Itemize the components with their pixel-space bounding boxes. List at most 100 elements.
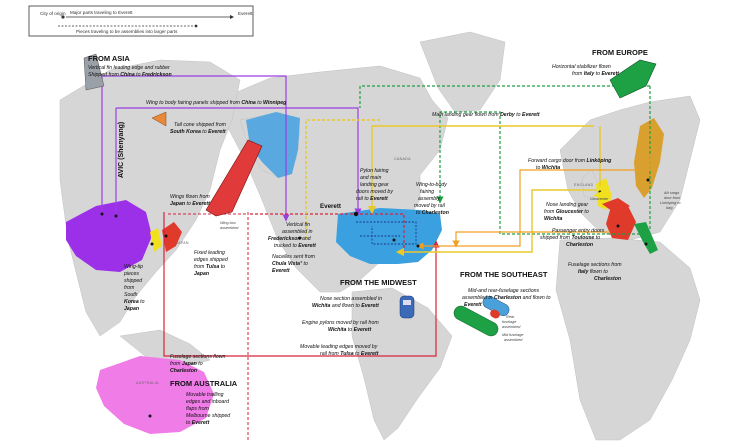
everett-label: Everett [320, 203, 341, 210]
svg-text:to Wichita: to Wichita [536, 165, 560, 171]
svg-text:doors moved by: doors moved by [356, 189, 393, 195]
note-nose-gear: Nose landing gear from Gloucester to Wic… [544, 202, 589, 222]
heading-from-southeast: FROM THE SOUTHEAST [460, 270, 548, 279]
svg-text:Italy flown to: Italy flown to [578, 269, 608, 275]
cargo-door-icon [638, 154, 652, 170]
svg-text:Vertical fin leading edge and: Vertical fin leading edge and rubber [88, 65, 170, 71]
svg-text:shipped from Toulouse to: shipped from Toulouse to [540, 235, 600, 241]
svg-text:Japan to Everett: Japan to Everett [170, 201, 210, 207]
svg-text:Nose section assembled in: Nose section assembled in [320, 296, 382, 302]
svg-text:Italy: Italy [666, 206, 674, 210]
svg-text:fairing: fairing [420, 189, 434, 195]
svg-text:Wing-to-body: Wing-to-body [416, 182, 447, 188]
svg-text:Nacelles sent from: Nacelles sent from [272, 254, 316, 260]
heading-from-asia: FROM ASIA [88, 54, 130, 63]
yellow-routes [305, 119, 601, 257]
note-vertical-fin-edge: Vertical fin leading edge and rubber Shi… [88, 65, 172, 78]
svg-text:Forward cargo door from Linköp: Forward cargo door from Linköping [528, 158, 612, 164]
origin-dots [100, 178, 650, 418]
svg-text:Horizontal stabilizer flown: Horizontal stabilizer flown [552, 64, 611, 70]
china-region [66, 200, 152, 272]
svg-text:Pylon fairing: Pylon fairing [360, 168, 389, 174]
svg-text:assembled: assembled [502, 325, 521, 329]
note-fuselage-japan: Fuselage sections flown from Japan to Ch… [170, 354, 225, 374]
svg-text:assembled: assembled [504, 338, 523, 342]
svg-text:landing gear: landing gear [360, 182, 389, 188]
purple-routes [101, 75, 362, 222]
note-wings: Wings flown from Japan to Everett [170, 194, 210, 207]
domestic-rail-routes [356, 221, 417, 245]
red-routes [163, 212, 440, 357]
svg-text:edges and inboard: edges and inboard [186, 399, 230, 405]
note-passenger-doors: Passenger entry doors shipped from Toulo… [540, 228, 605, 248]
svg-text:South: South [124, 292, 138, 298]
svg-text:Wing to body fairing panels sh: Wing to body fairing panels shipped from… [146, 100, 287, 106]
svg-text:from Tulsa to: from Tulsa to [194, 264, 225, 270]
svg-text:Wichita: Wichita [544, 216, 563, 222]
svg-text:Movable trailling: Movable trailling [186, 392, 224, 398]
svg-text:pieces: pieces [123, 271, 139, 277]
england-label: ENGLAND [574, 183, 594, 187]
canada-label: CANADA [394, 157, 411, 161]
cargo-plane-icon [592, 190, 630, 214]
svg-text:flaps from: flaps from [186, 406, 209, 412]
svg-text:Everett: Everett [272, 268, 290, 274]
svg-text:Japan: Japan [194, 271, 209, 277]
svg-text:and main: and main [360, 175, 381, 181]
stabilizer-icon [609, 59, 657, 99]
svg-text:Shipped from China to Fredrick: Shipped from China to Fredrickson [88, 72, 172, 78]
note-movable-leading-edges: Movable leading edges moved by rail from… [300, 344, 379, 357]
note-pylon-fairing: Pylon fairing and main landing gear door… [356, 168, 393, 202]
svg-text:Wichita to Everett: Wichita to Everett [328, 327, 371, 333]
svg-text:Vertical fin: Vertical fin [286, 222, 310, 228]
svg-text:Aft cargo: Aft cargo [663, 191, 679, 195]
legend-city-origin: City of origin [40, 11, 66, 16]
train-icon [399, 295, 415, 319]
korea-region [150, 228, 162, 252]
avic-label: AVIC (Shenyang) [118, 122, 125, 178]
svg-text:shipped: shipped [124, 278, 143, 284]
svg-text:edges shipped: edges shipped [194, 257, 229, 263]
note-stabilizer: Horizontal stabilizer flown from Italy t… [552, 64, 619, 77]
note-wing-fairing: Wing to body fairing panels shipped from… [146, 100, 287, 106]
japan-region [162, 222, 182, 252]
svg-text:Fuselage sections flown: Fuselage sections flown [170, 354, 225, 360]
svg-text:Charleston: Charleston [594, 276, 621, 282]
orange-routes [416, 169, 638, 250]
italy-region [634, 222, 658, 254]
japan-label: JAPAN [176, 241, 189, 245]
legend-major-parts: Major parts traveling to Everett [70, 10, 133, 15]
svg-text:trucked to Everett: trucked to Everett [274, 243, 316, 249]
svg-text:Engine pylons moved by rail fr: Engine pylons moved by rail from [302, 320, 379, 326]
svg-text:moved by rail: moved by rail [414, 203, 446, 209]
svg-text:Melbourne shipped: Melbourne shipped [186, 413, 231, 419]
note-wingtip: Wing-tip pieces shipped from South Korea… [123, 264, 145, 312]
france-region [606, 206, 636, 240]
svg-text:Chula Vista* to: Chula Vista* to [272, 261, 308, 267]
note-engine-pylons: Engine pylons moved by rail from Wichita… [302, 320, 379, 333]
note-mid-rear-fuselage: Mid-and rear-fuselage sections assembled… [462, 288, 551, 308]
svg-text:Passenger entry doors: Passenger entry doors [552, 228, 605, 234]
note-wing-box: Wing box [220, 221, 237, 225]
svg-text:Japan: Japan [124, 306, 139, 312]
note-gloucester: Gloucester [590, 197, 609, 201]
note-fuselage-italy: Fuselage sections from Italy flown to Ch… [568, 262, 622, 282]
svg-text:Mid-and rear-fuselage sections: Mid-and rear-fuselage sections [468, 288, 540, 294]
svg-text:Linköping to: Linköping to [660, 201, 680, 205]
svg-text:Frederickson and: Frederickson and [268, 236, 312, 242]
heading-from-australia: FROM AUSTRALIA [170, 379, 238, 388]
note-nacelles: Nacelles sent from Chula Vista* to Evere… [272, 254, 316, 274]
tail-cone-icon [151, 111, 167, 127]
svg-text:Korea to: Korea to [124, 299, 145, 305]
note-aft-cargo-door: Aft cargo door from Linköping to Italy [660, 191, 680, 210]
note-trailing-edges: Movable trailling edges and inboard flap… [186, 392, 231, 426]
svg-text:from Italy to Everett: from Italy to Everett [572, 71, 619, 77]
svg-text:Rear: Rear [506, 315, 515, 319]
fuselage-icon [453, 295, 510, 337]
svg-text:Tail cone shipped from: Tail cone shipped from [174, 122, 227, 128]
australia-label: AUSTRALIA [136, 381, 159, 385]
legend-everett: Everett [238, 11, 253, 16]
svg-text:fuselage: fuselage [502, 320, 516, 324]
everett-marker [353, 211, 359, 217]
legend: City of origin Major parts traveling to … [28, 5, 254, 37]
